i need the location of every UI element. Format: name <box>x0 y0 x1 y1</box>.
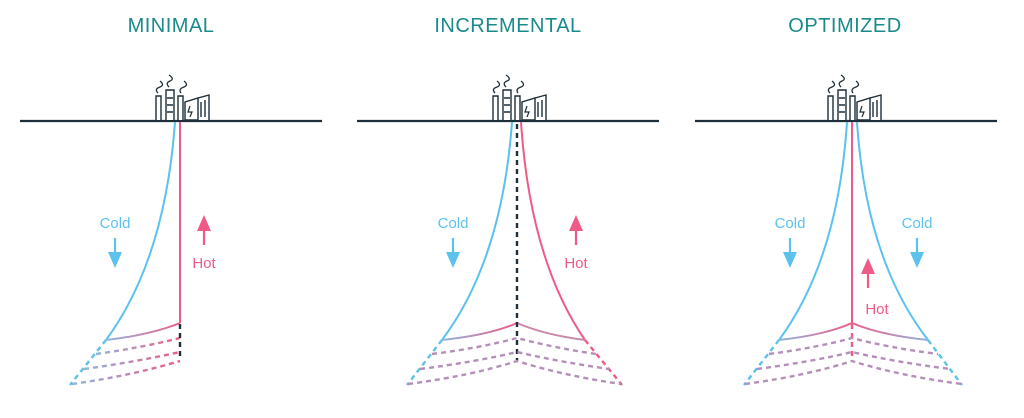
arrow-down-icon <box>106 236 124 270</box>
hot-label: Hot <box>865 301 889 318</box>
cold-well <box>105 121 176 341</box>
connector-right <box>516 322 586 341</box>
hot-label: Hot <box>192 255 216 272</box>
panel-title: OPTIMIZED <box>788 15 901 37</box>
cold-label: Cold <box>438 215 469 232</box>
power-plant-icon <box>827 74 882 121</box>
future-extensions <box>743 324 963 386</box>
hot-well <box>520 121 586 341</box>
hot-label: Hot <box>564 255 588 272</box>
connector-left <box>441 322 518 341</box>
cold-label-left: Cold <box>775 215 806 232</box>
arrow-up-icon <box>195 213 213 247</box>
power-plant-icon <box>492 74 547 121</box>
arrow-down-icon <box>444 236 462 270</box>
cold-well-right <box>856 121 929 341</box>
connector-right <box>851 322 929 341</box>
arrow-up-icon <box>859 256 877 290</box>
panel-title: INCREMENTAL <box>434 15 581 37</box>
panel-optimized: OPTIMIZED Cold Cold Hot <box>695 15 997 386</box>
future-extensions <box>406 124 623 386</box>
arrow-down-icon <box>781 236 799 270</box>
cold-label: Cold <box>100 215 131 232</box>
connector <box>105 322 181 341</box>
panel-incremental: INCREMENTAL Cold Hot <box>357 15 659 386</box>
cold-well-left <box>778 121 848 341</box>
arrow-down-icon <box>908 236 926 270</box>
panel-title: MINIMAL <box>128 15 215 37</box>
cold-label-right: Cold <box>902 215 933 232</box>
power-plant-icon <box>155 74 210 121</box>
arrow-up-icon <box>567 213 585 247</box>
cold-well <box>441 121 513 341</box>
connector-left <box>778 322 853 341</box>
future-extensions <box>69 324 182 386</box>
panel-minimal: MINIMAL Cold Hot <box>20 15 322 386</box>
